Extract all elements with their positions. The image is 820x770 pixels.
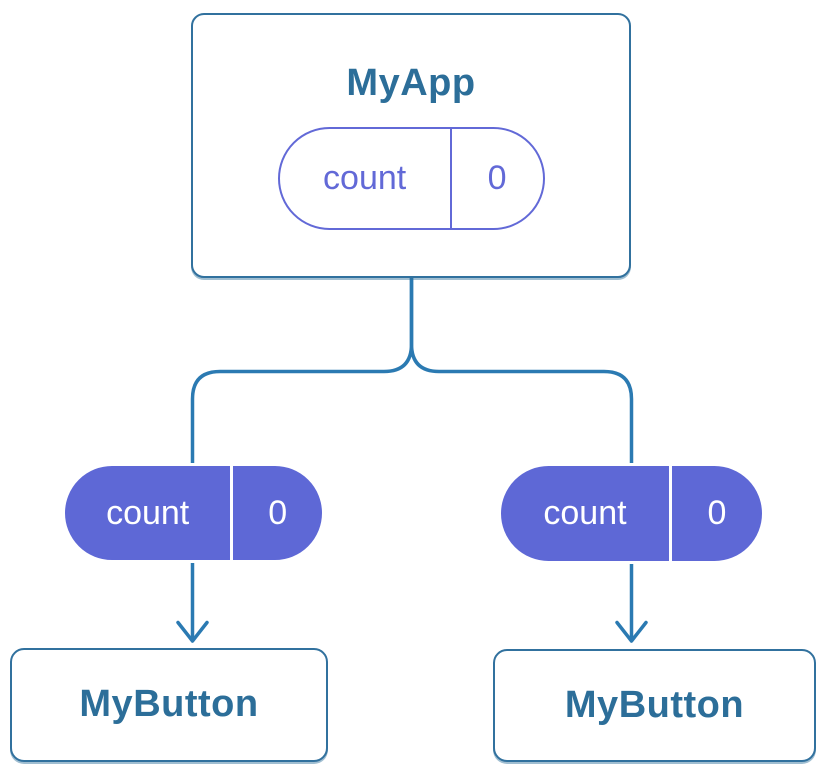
prop-value-label: 0: [487, 158, 507, 197]
child-prop-pill-right: count 0: [498, 463, 765, 564]
prop-name-label: count: [501, 466, 672, 561]
fork-branch-left-path: [190, 278, 414, 472]
child-component-card-right: MyButton: [493, 649, 816, 762]
prop-name-label: count: [65, 466, 234, 560]
child-prop-pill-left: count 0: [62, 463, 325, 563]
child-component-title: MyButton: [79, 683, 259, 726]
arrow-left-head-icon: [176, 620, 209, 643]
root-component-title: MyApp: [346, 62, 476, 105]
prop-name-label: count: [280, 128, 452, 228]
prop-value-label: 0: [707, 494, 727, 532]
prop-value-label: 0: [268, 493, 288, 532]
child-component-title: MyButton: [564, 683, 745, 726]
arrow-right-head-icon: [615, 620, 648, 643]
child-component-card-left: MyButton: [10, 648, 328, 762]
root-component-card: MyApp count 0: [191, 13, 631, 278]
fork-branch-right-path: [409, 278, 634, 472]
root-prop-pill: count 0: [277, 126, 545, 230]
